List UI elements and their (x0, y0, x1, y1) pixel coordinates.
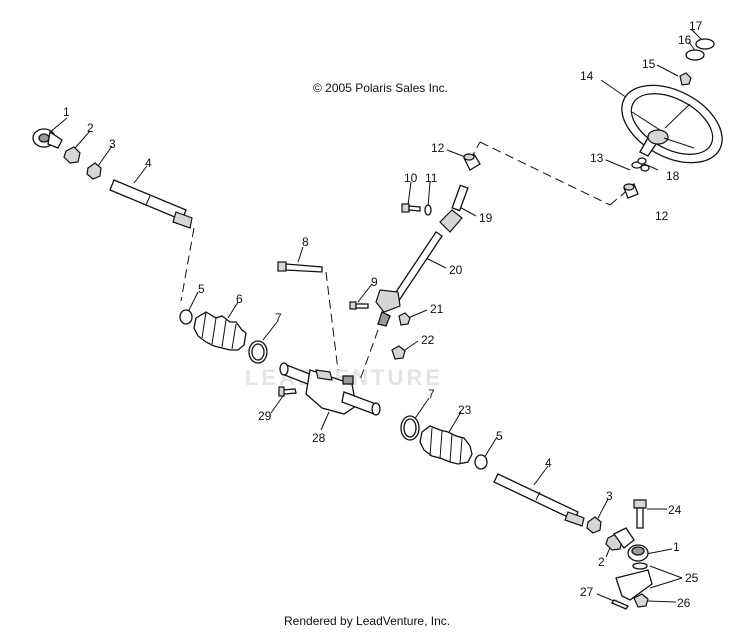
callout-29: 29 (258, 409, 272, 423)
callout-16: 16 (678, 33, 692, 47)
part-9-bolt[interactable] (349, 301, 369, 310)
part-16-cap[interactable] (685, 49, 705, 61)
callout-12-upper: 12 (431, 141, 445, 155)
part-4-tie-rod[interactable] (109, 179, 193, 229)
part-3-nut[interactable] (86, 162, 102, 180)
part-22-nut[interactable] (391, 345, 406, 360)
callout-2: 2 (87, 121, 94, 135)
part-5-clamp[interactable] (179, 309, 193, 325)
part-21-nut[interactable] (398, 312, 411, 326)
callout-19: 19 (479, 211, 493, 225)
leader-lines (48, 28, 703, 603)
part-1-tie-rod-end-right[interactable] (613, 527, 649, 562)
part-1-tie-rod-end[interactable] (32, 128, 63, 149)
part-12-bushing-lower[interactable] (623, 183, 639, 199)
part-7-boot-clamp-right[interactable] (400, 415, 420, 441)
callout-4: 4 (145, 156, 152, 170)
callout-11: 11 (425, 171, 438, 185)
callout-4-right: 4 (545, 456, 552, 470)
callout-13: 13 (590, 151, 604, 165)
part-19-u-joint-upper[interactable] (439, 184, 469, 233)
callout-5-right: 5 (496, 429, 503, 443)
callout-23: 23 (458, 403, 472, 417)
callout-17: 17 (689, 19, 703, 33)
part-11-washer[interactable] (424, 204, 432, 216)
part-25-washer[interactable] (615, 562, 653, 601)
part-4-tie-rod-right[interactable] (493, 473, 585, 527)
callout-labels: 1 2 3 4 5 6 7 8 9 10 11 12 12 13 14 15 1… (63, 19, 703, 610)
callout-1-right: 1 (673, 540, 680, 554)
callout-15: 15 (642, 57, 656, 71)
part-10-bolt[interactable] (401, 203, 421, 213)
callout-18: 18 (666, 169, 680, 183)
part-2-jam-nut[interactable] (63, 146, 81, 164)
callout-21: 21 (430, 302, 444, 316)
part-24-bolt[interactable] (633, 499, 647, 529)
copyright-text: © 2005 Polaris Sales Inc. (313, 81, 448, 95)
part-18-washer[interactable] (637, 157, 650, 172)
part-14-steering-wheel[interactable] (609, 70, 735, 179)
callout-7: 7 (275, 311, 282, 325)
part-3-nut-right[interactable] (586, 516, 602, 534)
callout-1: 1 (63, 105, 70, 119)
part-12-bushing-upper[interactable] (463, 153, 481, 171)
callout-20: 20 (449, 263, 463, 277)
callout-2-right: 2 (598, 555, 605, 569)
part-29-bolt[interactable] (278, 386, 297, 397)
callout-14: 14 (580, 69, 594, 83)
part-28-steering-rack[interactable] (279, 362, 381, 416)
part-26-nut[interactable] (633, 593, 649, 608)
callout-7-right: 7 (428, 387, 435, 401)
part-15-nut[interactable] (679, 72, 692, 86)
callout-8: 8 (302, 235, 309, 249)
part-6-boot[interactable] (193, 311, 247, 351)
callout-3: 3 (109, 137, 116, 151)
part-5-clamp-right[interactable] (474, 454, 488, 470)
callout-6: 6 (236, 292, 243, 306)
part-20-steering-shaft[interactable] (375, 231, 443, 327)
callout-27: 27 (580, 585, 594, 599)
part-23-boot[interactable] (419, 425, 473, 465)
part-27-cotter-pin[interactable] (611, 599, 629, 610)
callout-10: 10 (404, 171, 418, 185)
callout-5: 5 (198, 282, 205, 296)
callout-28: 28 (312, 431, 326, 445)
footer-text: Rendered by LeadVenture, Inc. (284, 614, 450, 628)
callout-25: 25 (685, 571, 699, 585)
callout-22: 22 (421, 333, 435, 347)
callout-3-right: 3 (606, 489, 613, 503)
part-17-ring[interactable] (695, 38, 715, 50)
part-8-bolt[interactable] (277, 261, 323, 273)
callout-12-lower: 12 (655, 209, 669, 223)
callout-24: 24 (668, 503, 682, 517)
callout-9: 9 (371, 275, 378, 289)
part-7-boot-clamp-left[interactable] (248, 340, 268, 364)
callout-26: 26 (677, 596, 691, 610)
